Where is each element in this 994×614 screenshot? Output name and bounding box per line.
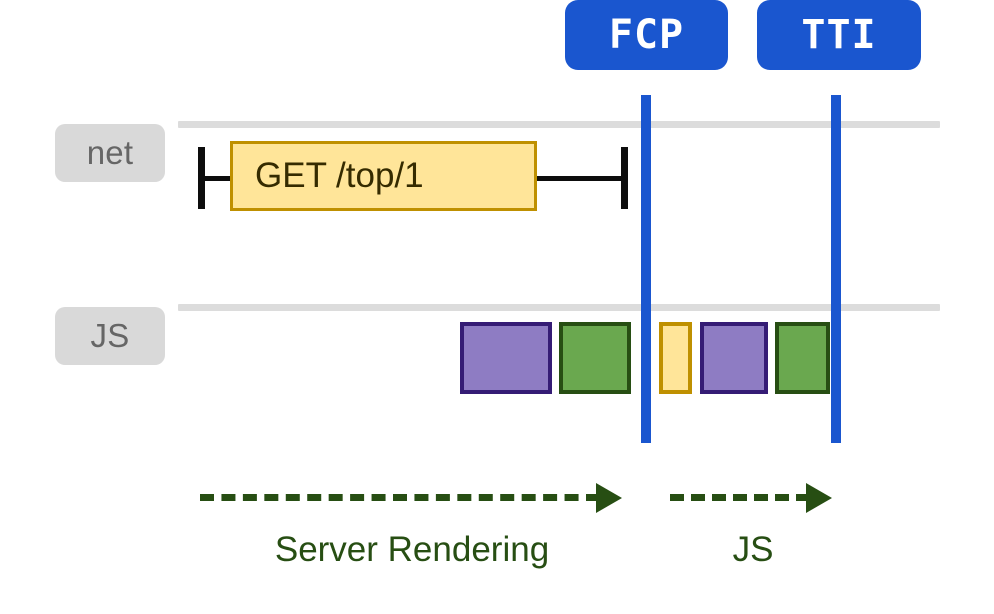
network-bar-end-cap	[621, 147, 628, 209]
js-task-block-green-2	[775, 322, 830, 394]
server-rendering-phase-arrowhead-icon	[596, 483, 622, 513]
fcp-marker-badge[interactable]: FCP	[565, 0, 728, 70]
tti-marker-badge[interactable]: TTI	[757, 0, 921, 70]
lane-label-js: JS	[55, 307, 165, 365]
network-request-block: GET /top/1	[230, 141, 537, 211]
lane-label-net: net	[55, 124, 165, 182]
network-bar-start-cap	[198, 147, 205, 209]
js-phase-arrowhead-icon	[806, 483, 832, 513]
net-lane-track-line	[178, 121, 940, 128]
js-phase-label: JS	[732, 530, 774, 569]
fcp-marker-line	[641, 95, 651, 443]
tti-marker-line	[831, 95, 841, 443]
network-request-label: GET /top/1	[255, 156, 424, 195]
server-rendering-phase-arrow	[200, 494, 600, 501]
js-phase-arrow	[670, 494, 810, 501]
js-task-block-purple-1	[460, 322, 552, 394]
js-lane-track-line	[178, 304, 940, 311]
server-rendering-phase-label: Server Rendering	[274, 530, 550, 569]
js-task-block-yellow-1	[659, 322, 692, 394]
js-task-block-green-1	[559, 322, 631, 394]
js-task-block-purple-2	[700, 322, 768, 394]
